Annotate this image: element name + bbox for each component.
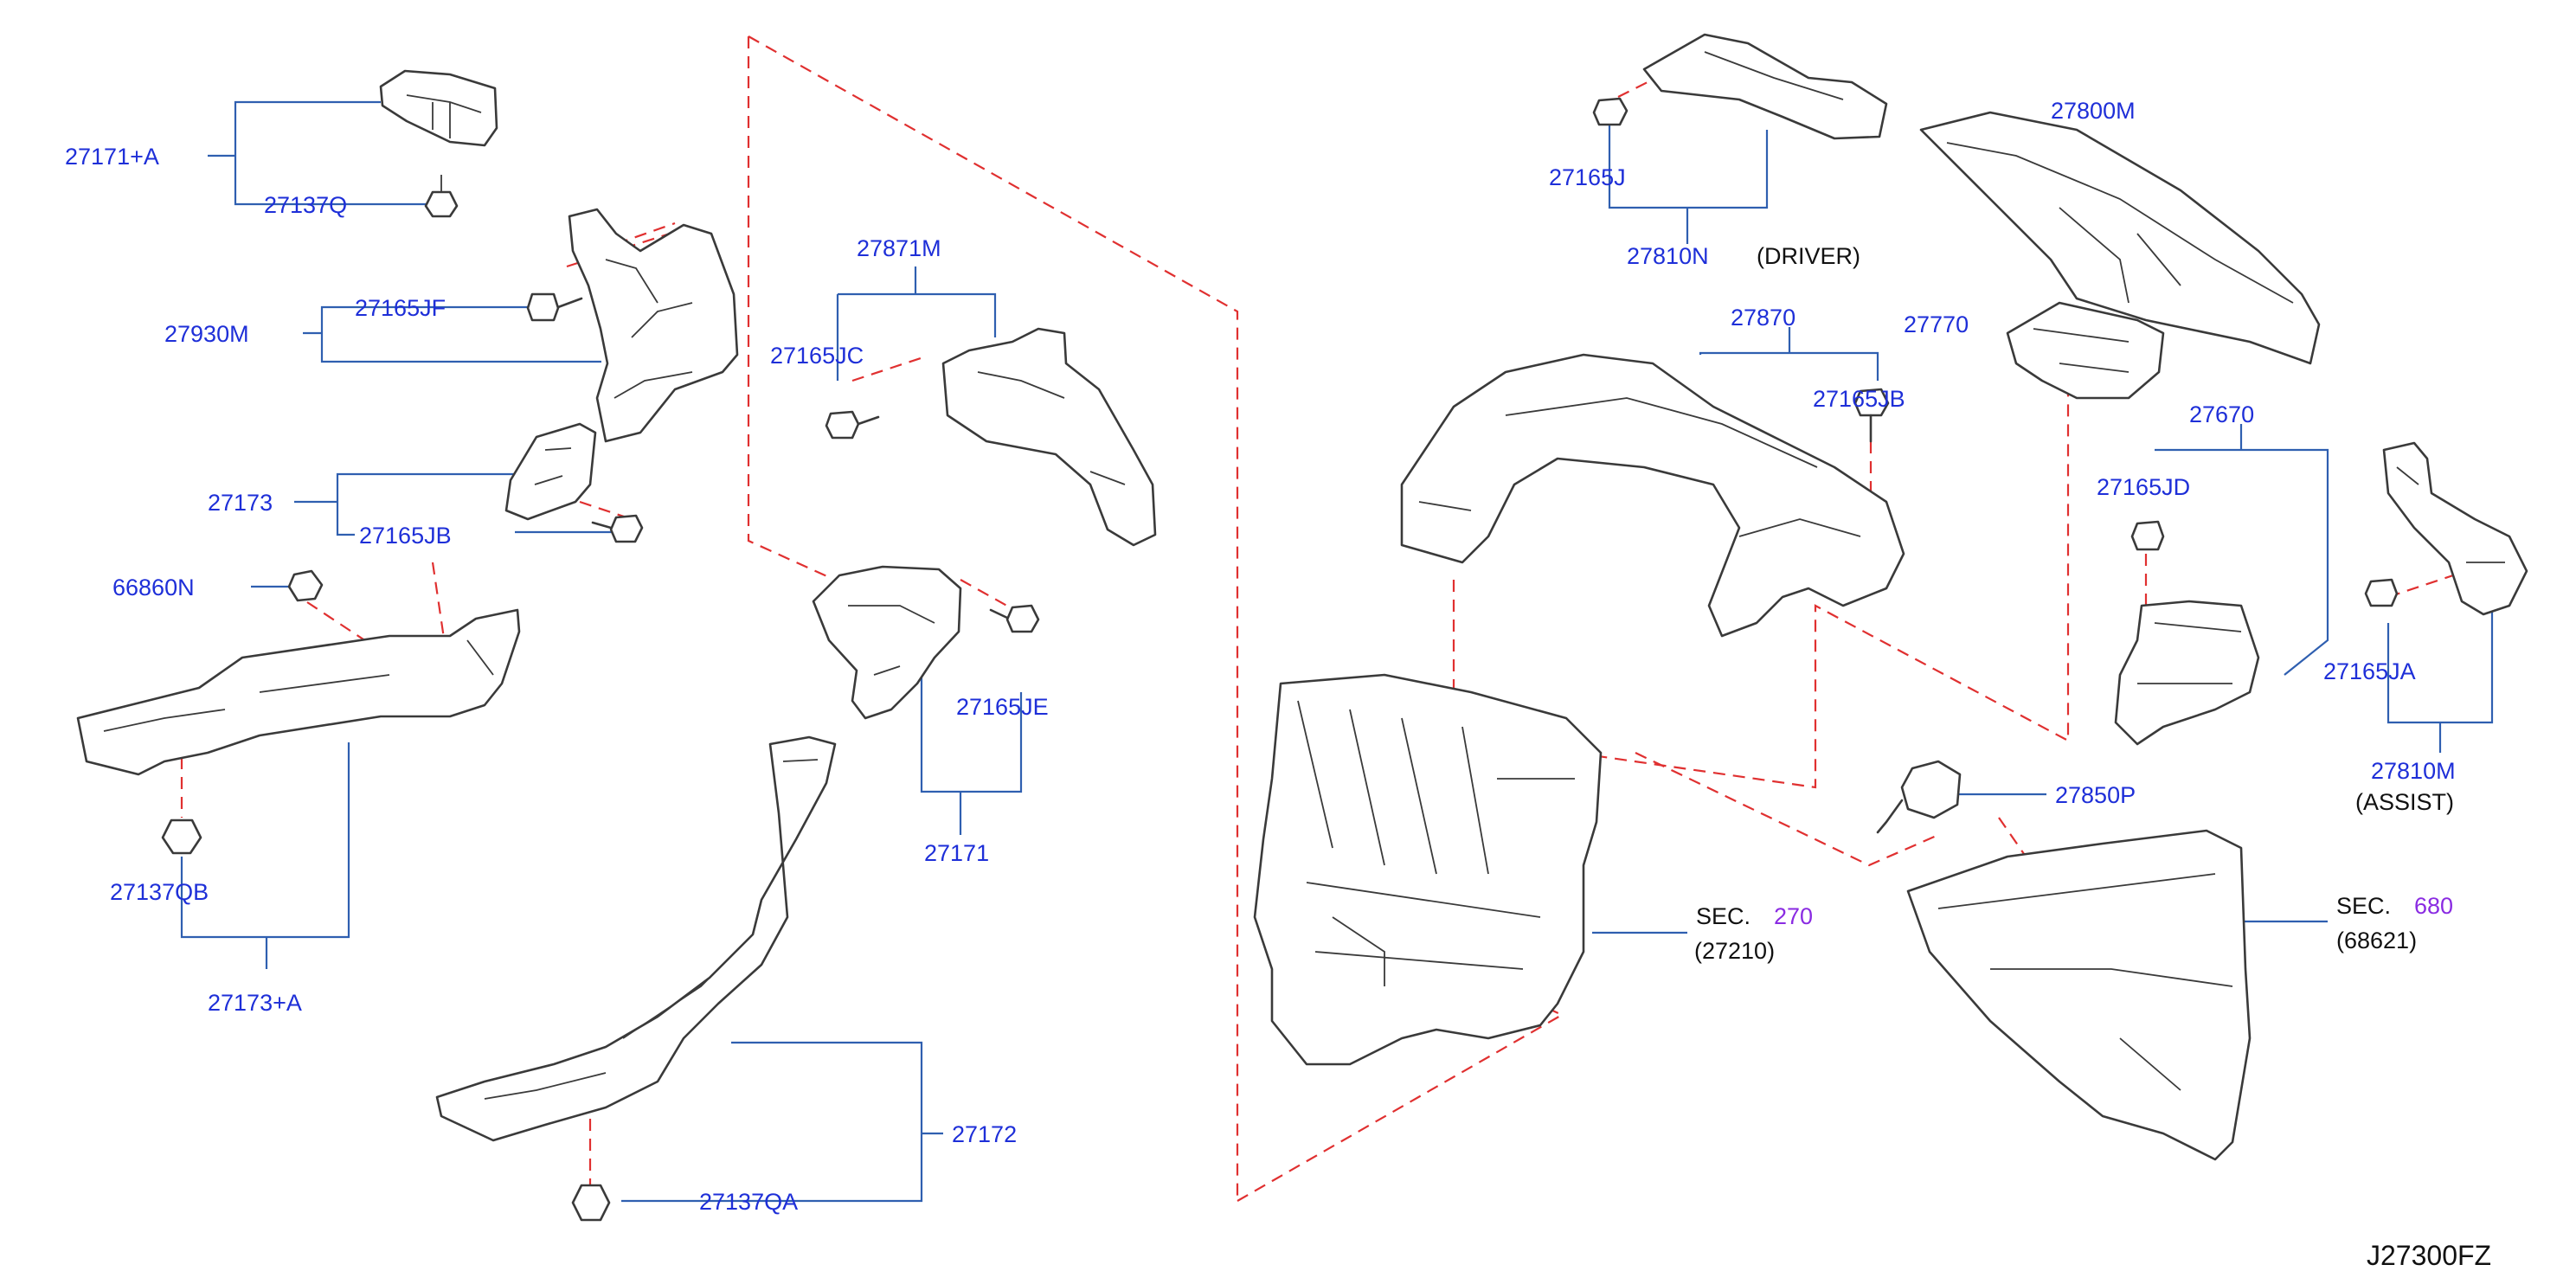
label-27165jf: 27165JF (355, 295, 446, 321)
label-27173: 27173 (208, 490, 273, 516)
clip-27137qb-part (161, 819, 202, 855)
vent-panel-27800m-part (1919, 111, 2321, 365)
duct-27173a-part (76, 608, 521, 776)
screw-27165jc-part (825, 410, 880, 440)
heater-unit-part (1253, 673, 1603, 1066)
label-sub-68621: (68621) (2336, 928, 2417, 953)
duct-27810n-part (1642, 33, 1888, 140)
label-27670: 27670 (2189, 401, 2254, 427)
label-27172: 27172 (952, 1121, 1017, 1147)
screw-27165je-part (989, 604, 1040, 633)
duct-27930m-part (568, 208, 739, 443)
label-27850p: 27850P (2055, 782, 2136, 808)
label-27137q: 27137Q (264, 192, 347, 218)
screw-27165jf-part (526, 292, 583, 322)
duct-27171a-part (379, 69, 498, 147)
leader-lines (180, 100, 2494, 1203)
label-27137qb: 27137QB (110, 879, 209, 905)
screw-27165jd-part (2130, 520, 2165, 551)
glove-box-part (1906, 829, 2252, 1161)
clip-27137q-part (424, 175, 459, 218)
label-27137qa: 27137QA (699, 1189, 798, 1215)
label-27810n: 27810N (1627, 243, 1709, 269)
label-27165jc: 27165JC (770, 343, 864, 369)
diagram-code: J27300FZ (2367, 1240, 2491, 1271)
label-sec-prefix-270: SEC. (1696, 903, 1751, 929)
outlet-27770-part (2006, 301, 2165, 400)
label-driver-note: (DRIVER) (1757, 243, 1860, 269)
label-27770: 27770 (1904, 311, 1969, 337)
label-27165je: 27165JE (956, 694, 1049, 720)
clip-27137qa-part (571, 1184, 611, 1222)
screw-27165ja-part (2364, 578, 2399, 607)
duct-27810m-part (2382, 441, 2528, 616)
sensor-27850p-part (1876, 760, 1962, 834)
clip-66860n-part (287, 569, 324, 602)
label-27930m: 27930M (164, 321, 249, 347)
label-sub-27210: (27210) (1694, 938, 1775, 964)
part-labels: 27171+A 27137Q 27930M 27165JF 27173 2716… (65, 98, 2491, 1271)
label-27171: 27171 (924, 840, 989, 866)
label-27810m: 27810M (2371, 758, 2456, 784)
bracket-27173-part (504, 422, 597, 521)
label-27171a: 27171+A (65, 144, 159, 170)
label-27871m: 27871M (857, 235, 941, 261)
duct-27670-part (2114, 600, 2260, 746)
duct-27171-part (812, 565, 962, 720)
duct-27870-part (1400, 353, 1905, 638)
label-sec-270: 270 (1774, 903, 1813, 929)
label-27173a: 27173+A (208, 990, 302, 1016)
label-27165jb-left: 27165JB (359, 523, 452, 549)
label-sec-680: 680 (2414, 893, 2453, 919)
screw-27165j-part (1592, 97, 1628, 126)
label-27165j: 27165J (1549, 164, 1626, 190)
label-27165jb-right: 27165JB (1813, 386, 1905, 412)
label-27165jd: 27165JD (2097, 474, 2190, 500)
duct-27871m-part (941, 327, 1157, 547)
label-27800m: 27800M (2051, 98, 2136, 124)
screw-27165jb-left-part (591, 514, 644, 543)
label-sec-prefix-680: SEC. (2336, 893, 2391, 919)
duct-27172-part (435, 735, 837, 1142)
label-assist-note: (ASSIST) (2355, 789, 2454, 815)
label-27870: 27870 (1731, 305, 1795, 331)
label-27165ja: 27165JA (2323, 658, 2416, 684)
screw-27165jb-right-part (1853, 388, 1890, 443)
label-66860n: 66860N (112, 575, 195, 600)
